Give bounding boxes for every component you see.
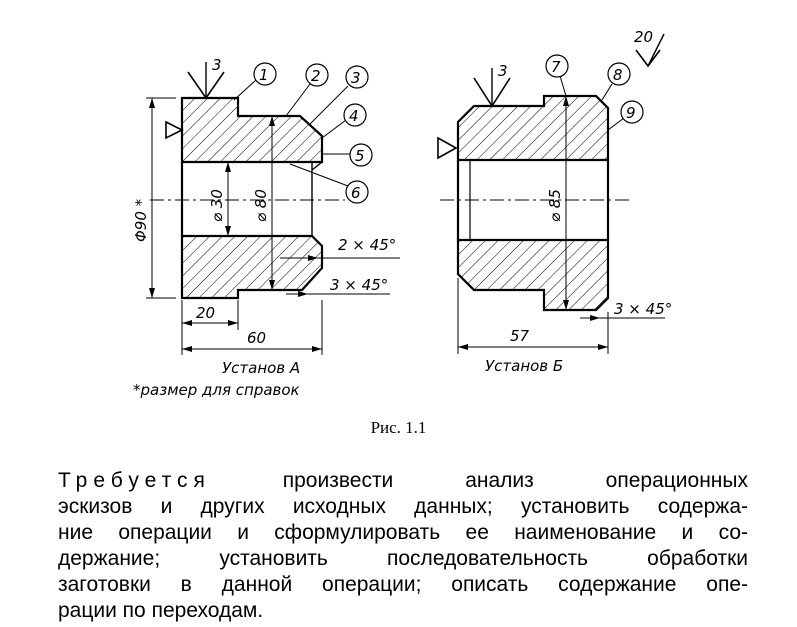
dim-d80-label: ⌀ 80 xyxy=(252,189,270,222)
setup-a-dim-d90: Φ90 * xyxy=(132,97,176,299)
finish-a-value: 3 xyxy=(212,56,222,74)
setup-b-label: Установ Б xyxy=(485,357,563,375)
dim-d90-label: Φ90 * xyxy=(132,198,150,242)
task-lead: Требуется xyxy=(58,469,211,492)
task-paragraph: Требуется произвести анализ операционных… xyxy=(58,468,748,624)
task-line-1: Требуется произвести анализ операционных xyxy=(58,468,748,494)
callout-2: 2 xyxy=(311,67,321,85)
setup-a-chamfer-3x45: 3 × 45° xyxy=(286,276,390,297)
setup-b-locator-icon xyxy=(437,136,458,160)
callout-4: 4 xyxy=(349,107,359,125)
callout-8: 8 xyxy=(613,66,623,84)
setup-a-locator-icon xyxy=(165,120,184,140)
callout-3: 3 xyxy=(351,69,361,87)
setup-a-dim-d30: ⌀ 30 xyxy=(208,162,231,236)
callout-7: 7 xyxy=(551,58,561,76)
chamfer-3x45-b-label: 3 × 45° xyxy=(614,300,672,318)
dim-d85-label: ⌀ 85 xyxy=(546,189,564,222)
dim-len20-label: 20 xyxy=(196,304,215,322)
setup-a-dim-len60: 60 xyxy=(182,300,323,355)
setup-b-chamfer-3x45: 3 × 45° xyxy=(580,300,672,321)
callout-6: 6 xyxy=(351,184,361,202)
setup-a-label: Установ А xyxy=(222,359,300,377)
general-finish-mark: 20 xyxy=(634,28,665,68)
task-line-3: ние операции и сформулировать ее наимено… xyxy=(58,521,748,544)
task-line-6: рации по переходам. xyxy=(58,599,264,622)
setup-b-dim-d85: ⌀ 85 xyxy=(546,96,569,310)
setup-b-dim-len57: 57 xyxy=(457,278,609,354)
callout-5: 5 xyxy=(355,147,365,165)
setup-a-dim-d80: ⌀ 80 xyxy=(252,116,275,290)
general-finish-value: 20 xyxy=(634,28,653,46)
task-line-4: держание; установить последовательность … xyxy=(58,547,748,570)
setup-b-finish-mark: 3 xyxy=(473,62,511,108)
task-line-1-rest: произвести анализ операционных xyxy=(210,469,748,492)
finish-b-value: 3 xyxy=(498,62,508,80)
chamfer-3x45-a-label: 3 × 45° xyxy=(330,276,388,294)
technical-drawing: Φ90 * ⌀ 30 ⌀ 80 20 60 2 × 45° 3 × 45° xyxy=(132,28,672,399)
chamfer-2x45-label: 2 × 45° xyxy=(338,236,396,254)
task-line-5: заготовки в данной операции; описать сод… xyxy=(58,573,748,596)
dim-len57-label: 57 xyxy=(510,327,530,345)
dim-len60-label: 60 xyxy=(247,329,266,347)
setup-a-part xyxy=(150,96,345,300)
setup-a-dim-len20: 20 xyxy=(181,300,239,355)
reference-note: *размер для справок xyxy=(133,381,300,399)
task-line-2: эскизов и других исходных данных; устано… xyxy=(58,495,748,518)
callout-9: 9 xyxy=(626,104,636,122)
callout-1: 1 xyxy=(259,66,269,84)
setup-a-chamfer-2x45: 2 × 45° xyxy=(280,236,400,261)
dim-d30-label: ⌀ 30 xyxy=(208,189,226,222)
setup-a-finish-mark: 3 xyxy=(187,56,225,100)
setup-a-callouts: 1 2 3 4 5 6 xyxy=(233,62,373,204)
figure-caption: Рис. 1.1 xyxy=(370,418,427,437)
setup-b-callouts: 7 8 9 xyxy=(545,54,644,131)
setup-b-part xyxy=(440,94,630,312)
